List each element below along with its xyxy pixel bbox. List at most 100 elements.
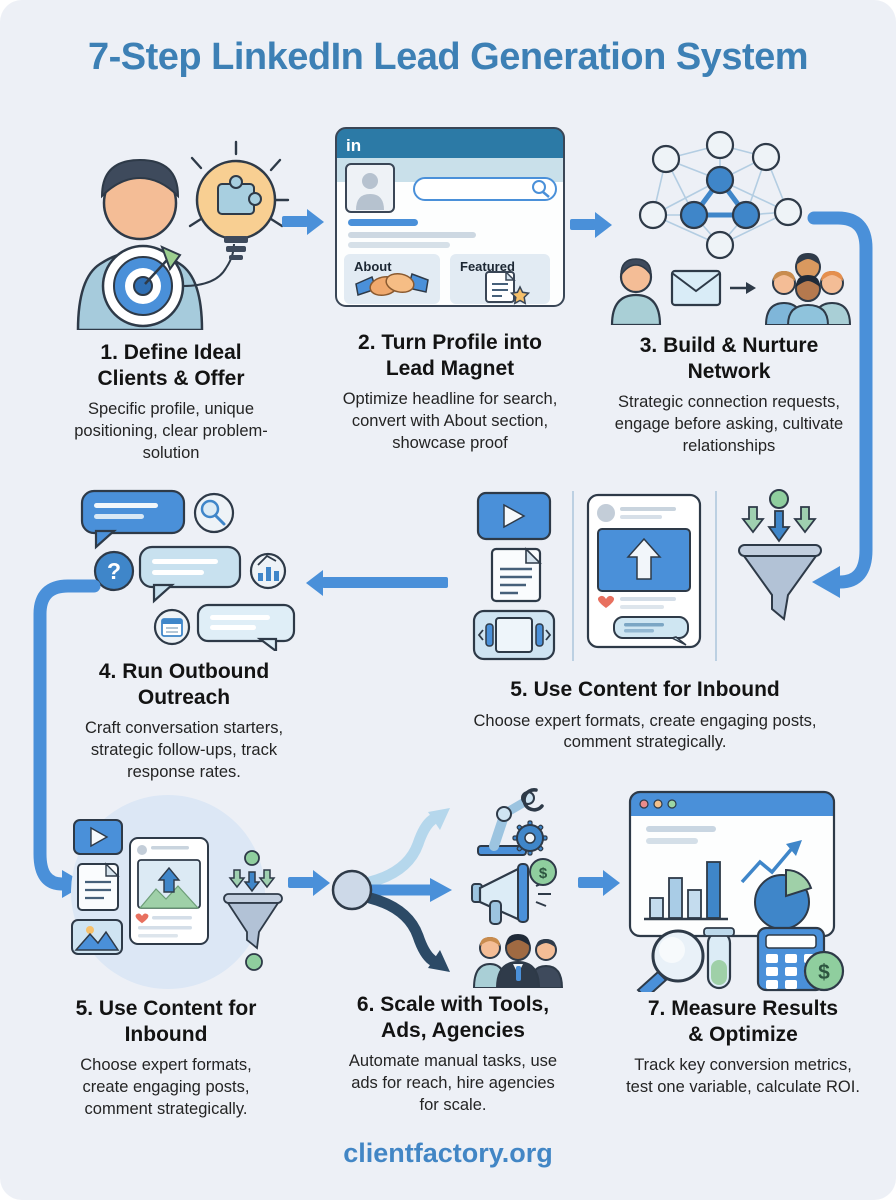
chart-badge-icon	[249, 552, 287, 590]
roi-coin-icon: $	[803, 950, 845, 992]
envelope-icon	[670, 269, 722, 307]
step-6-title: 6. Scale with Tools, Ads, Agencies	[356, 993, 550, 1042]
document-format-icon	[77, 862, 120, 911]
step-5-title: 5. Use Content for Inbound	[510, 678, 780, 701]
gear-icon	[512, 820, 548, 856]
search-icon	[532, 180, 546, 194]
step-7: $ 7. Measure Results & Optimize Track ke…	[616, 786, 870, 1099]
linkedin-profile-card-icon: in About	[328, 122, 572, 312]
target-icon	[101, 244, 185, 328]
step-3-title: 3. Build & Nurture Network	[639, 334, 819, 383]
upload-arrow-icon	[626, 537, 662, 580]
megaphone-icon: $	[471, 858, 557, 925]
page-title: 7-Step LinkedIn Lead Generation System	[87, 36, 809, 78]
person-hair	[100, 158, 180, 199]
step-1: 1. Define Ideal Clients & Offer Specific…	[40, 130, 302, 465]
puzzle-piece-icon	[217, 175, 262, 215]
chat-bubbles-icon: ?	[52, 483, 316, 651]
document-format-icon	[490, 547, 542, 603]
step-4-description: Craft conversation starters, strategic f…	[84, 719, 284, 781]
branch-tools-ads-agencies-icon: $	[330, 782, 576, 988]
dashboard-metrics-icon: $	[616, 786, 870, 992]
magnifier-badge-icon	[193, 492, 235, 534]
question-badge-icon: ?	[93, 550, 135, 592]
magnifier-icon	[636, 929, 705, 992]
branch-arrows	[331, 808, 452, 972]
step-6-description: Automate manual tasks, use ads for reach…	[348, 1052, 558, 1114]
step-1-description: Specific profile, unique positioning, cl…	[74, 400, 268, 462]
carousel-format-icon	[472, 609, 556, 661]
headline-line	[348, 219, 418, 226]
bar-chart-icon	[644, 861, 728, 921]
featured-card: Featured	[450, 254, 550, 305]
step-1-title: 1. Define Ideal Clients & Offer	[97, 341, 245, 390]
svg-text:$: $	[539, 865, 548, 882]
step-3-description: Strategic connection requests, engage be…	[614, 393, 844, 455]
arrow-step1-to-step2	[282, 216, 308, 227]
bulb-base	[224, 236, 248, 243]
avatar	[345, 163, 395, 213]
post-card	[586, 493, 702, 649]
step-5-row2: 5. Use Content for Inbound Choose expert…	[448, 485, 842, 754]
step-3: 3. Build & Nurture Network Strategic con…	[600, 125, 858, 458]
linkedin-logo: in	[346, 136, 361, 155]
svg-text:?: ?	[107, 558, 121, 584]
upload-arrow-icon	[157, 866, 181, 893]
test-tube-icon	[703, 927, 735, 990]
search-bar	[413, 177, 557, 201]
small-arrow-icon	[730, 282, 756, 294]
arrow-step6-to-step7	[578, 877, 604, 888]
arrow-step5b-to-step6	[288, 877, 314, 888]
calendar-badge-icon	[153, 608, 191, 646]
funnel-icon	[223, 850, 283, 971]
curve-arrow-step3-to-step5	[800, 202, 886, 609]
step-2-description: Optimize headline for search, convert wi…	[342, 390, 558, 452]
step-4-title: 4. Run Outbound Outreach	[98, 660, 270, 709]
image-format-icon	[71, 919, 123, 955]
dollar-badge-icon	[529, 858, 557, 886]
featured-label: Featured	[460, 259, 515, 274]
step-2: in About	[328, 122, 572, 455]
agency-team-icon	[472, 934, 564, 988]
handshake-icon	[355, 272, 429, 297]
post-card	[129, 837, 209, 945]
content-formats-funnel-icon	[448, 485, 842, 667]
idea-rays	[188, 140, 290, 228]
dart-flight	[160, 245, 182, 272]
analytics-window	[628, 790, 836, 938]
about-card: About	[344, 254, 440, 304]
step-5-row3: 5. Use Content for Inbound Choose expert…	[38, 792, 294, 1121]
network-nodes	[638, 130, 803, 260]
video-format-icon	[476, 491, 552, 541]
featured-document-icon	[485, 270, 516, 303]
arrow-step2-to-step3	[570, 219, 596, 230]
content-formats-funnel-icon	[38, 792, 294, 992]
chat-bubble-light	[138, 545, 242, 604]
video-format-icon	[73, 819, 123, 855]
step-2-title: 2. Turn Profile into Lead Magnet	[358, 331, 542, 380]
robot-arm-icon	[477, 788, 548, 856]
step-7-description: Track key conversion metrics, test one v…	[626, 1056, 860, 1096]
step-7-title: 7. Measure Results & Optimize	[647, 997, 839, 1046]
funnel-icon	[738, 489, 822, 621]
arrow-step5-to-step4	[322, 577, 448, 588]
network-graph-outreach-icon	[600, 125, 858, 325]
step-5b-description: Choose expert formats, create engaging p…	[80, 1056, 252, 1118]
linkedin-header-bar	[336, 128, 564, 158]
heart-icon	[597, 595, 615, 608]
step-4: ?	[52, 483, 316, 784]
sender-person	[610, 258, 662, 325]
trend-arrow-icon	[740, 840, 802, 884]
step-5b-title: 5. Use Content for Inbound	[75, 997, 257, 1046]
svg-text:$: $	[818, 961, 830, 984]
about-label: About	[354, 259, 392, 274]
person-target-lightbulb-icon	[40, 130, 302, 330]
audience-group	[764, 253, 852, 325]
heart-icon	[135, 913, 149, 924]
chat-bubble-pale	[196, 603, 296, 651]
step-6: $ 6. Scale with Tools, Ads, Agencies	[330, 782, 576, 1117]
source-node	[331, 869, 373, 911]
footer-site-link: clientfactory.org	[343, 1138, 553, 1168]
step-5-description: Choose expert formats, create engaging p…	[473, 711, 817, 752]
